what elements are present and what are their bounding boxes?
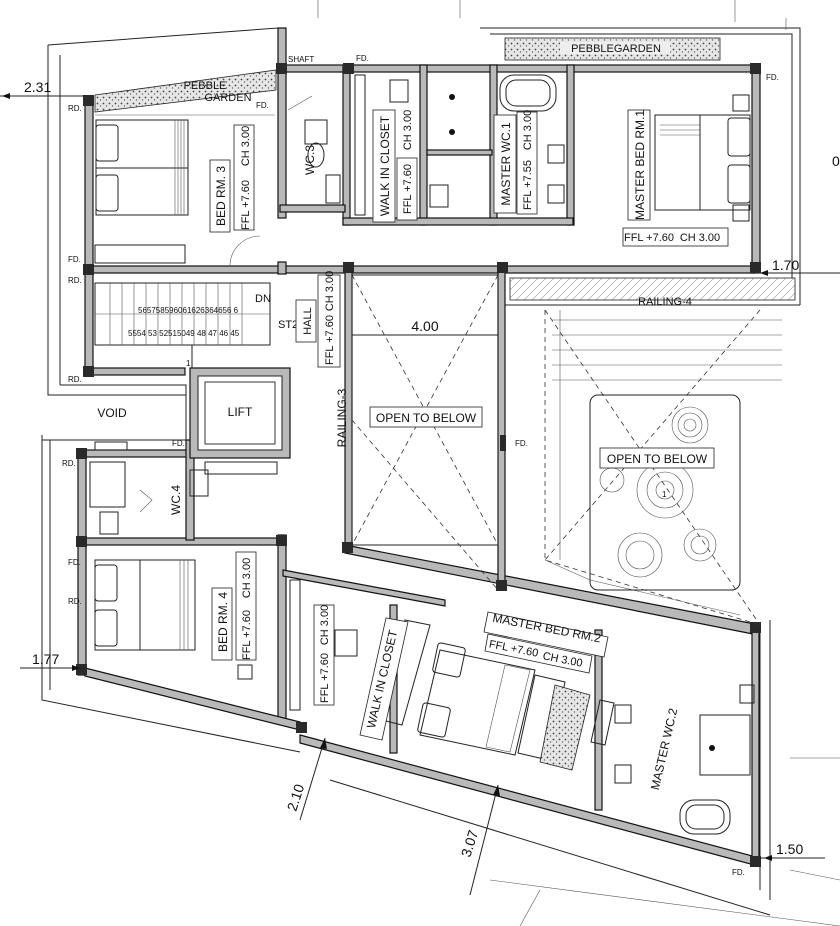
master-bed-room-1: MASTER BED RM.1 FFL +7.60 CH 3.00 [622,94,751,247]
open-to-below-right-label: OPEN TO BELOW [607,452,708,466]
fd-label-5: FD. [172,439,185,448]
master-wc-1-label: MASTER WC.1 [499,122,513,206]
stair-upper-steps: 565758596061626364656 6 [138,306,239,315]
stair-dn-label: DN [255,293,271,305]
fountain-mark: 1 [662,490,667,499]
master-wc-1-ffl: FFL +7.55 [522,160,534,210]
dim-0: 0 [832,153,840,169]
walls-lower-right [282,264,761,867]
fountain-rings [599,406,717,578]
fd-label-7: FD. [732,868,745,877]
bed-room-3-ch: CH 3.00 [240,126,252,166]
open-to-below-right: RAILING-4 1 OPEN TO BELOW [509,277,796,626]
master-wc-2-label: MASTER WC.2 [648,707,680,792]
master-bed-room-1-ffl: FFL +7.60 [624,232,674,244]
lift: LIFT [189,367,291,459]
bed-room-4-ch: CH 3.00 [241,558,253,598]
hall-label: HALL [302,307,314,335]
bed-room-3-label: BED RM. 3 [214,166,228,226]
master-bed-room-1-label: MASTER BED RM.1 [633,110,647,220]
bed-room-4-ffl: FFL +7.60 [241,610,253,660]
site-boundary [41,0,840,926]
dim-1-77: 1.77 [32,651,59,667]
void-label: VOID [97,406,127,420]
hall: HALL FFL +7.60 CH 3.00 [295,271,341,368]
walk-in-closet-top-ffl: FFL +7.60 [402,164,414,214]
pebble-garden-top: PEBBLEGARDEN [504,37,721,61]
open-to-below-center-label: OPEN TO BELOW [376,411,477,425]
bed-room-3: BED RM. 3 FFL +7.60 CH 3.00 [94,114,275,267]
open-to-below-center: 4.00 OPEN TO BELOW RAILING-3 FD. [335,274,528,591]
wc-4: WC.4 [89,441,278,535]
walk-in-closet-bottom: FFL +7.60 CH 3.00 WALK IN CLOSET [289,579,431,741]
rd-label-5: RD. [68,597,82,606]
hall-ch: CH 3.00 [324,271,336,311]
walk-in-closet-bottom-ch: CH 3.00 [319,605,331,645]
pebble-garden-top-label: PEBBLEGARDEN [571,43,661,55]
fd-label-3: FD. [766,73,779,82]
wc-3-label: WC.3 [303,145,317,175]
drain-tags: RD. FD. FD. FD. FD. RD. RD. FD. RD. FD. … [62,54,779,877]
fd-label-1: FD. [256,101,269,110]
dim-4-00: 4.00 [411,318,438,334]
dim-2-31: 2.31 [24,79,51,95]
walls-lower-left [77,439,301,731]
fd-label-4: FD. [68,255,81,264]
stair-st2-label: ST2 [278,319,298,331]
bed-room-4-label: BED RM. 4 [216,592,230,652]
wc-4-label: WC.4 [169,485,183,515]
stair-step-mark: 1 [186,359,191,368]
dim-3-07: 3.07 [458,828,482,859]
lift-label: LIFT [228,405,253,419]
rd-label-4: RD. [62,459,76,468]
walk-in-closet-top: WALK IN CLOSET FFL +7.60 CH 3.00 [354,74,418,223]
master-wc-1: MASTER WC.1 FFL +7.55 CH 3.00 [429,74,565,215]
rd-label-1: RD. [68,104,82,113]
railing-3-label: RAILING-3 [335,388,349,447]
master-bed-room-2: MASTER BED RM.2 FFL +7.60 CH 3.00 [417,611,615,771]
rd-label-3: RD. [68,375,82,384]
rd-label-2: RD. [68,276,82,285]
walk-in-closet-top-label: WALK IN CLOSET [378,115,392,216]
fd-center: FD. [515,439,528,448]
void: VOID [42,384,187,441]
stair-lower-steps: 5554 53 52515049 48 47 46 45 [128,329,240,338]
bed-room-3-ffl: FFL +7.60 [240,180,252,230]
shaft-label: SHAFT [288,55,314,64]
walk-in-closet-top-ch: CH 3.00 [402,110,414,150]
pebble-garden-left-label-2: GARDEN [204,92,251,104]
deck-planks [552,310,782,560]
walk-in-closet-bottom-ffl: FFL +7.60 [319,653,331,703]
master-bed-room-1-ch: CH 3.00 [680,232,720,244]
master-wc-1-ch: CH 3.00 [522,110,534,150]
pebble-garden-left-label-1: PEBBLE [184,80,227,92]
stair-st2: 565758596061626364656 6 5554 53 52515049… [94,282,298,368]
bed-room-4: BED RM. 4 FFL +7.60 CH 3.00 [94,551,257,680]
hall-ffl: FFL +7.60 [324,315,336,365]
dim-1-70: 1.70 [772,257,799,273]
columns [76,63,761,867]
dim-1-50: 1.50 [776,841,803,857]
wc-3: WC.3 SHAFT [287,55,341,204]
master-wc-2: MASTER WC.2 [614,684,755,835]
pebble-garden-left: PEBBLE GARDEN [94,69,277,113]
fd-label-6: FD. [68,558,81,567]
walls-upper [84,27,761,376]
fd-label-2: FD. [356,54,369,63]
railing-4-label: RAILING-4 [638,296,692,308]
